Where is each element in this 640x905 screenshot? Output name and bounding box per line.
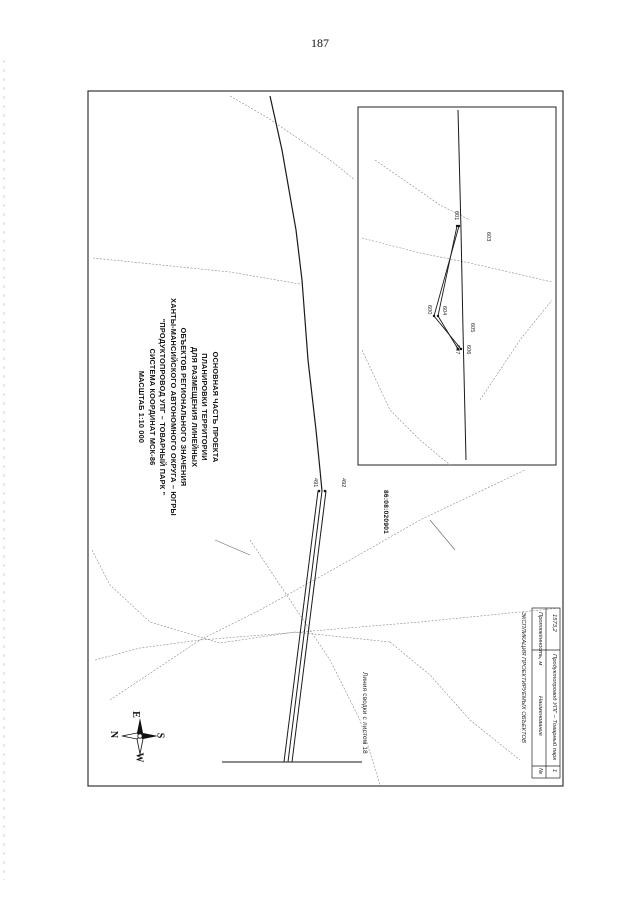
legend-col-length: Протяжённость, м — [537, 612, 543, 666]
inset-label-601: 601 — [453, 211, 459, 221]
legend-table — [531, 607, 561, 779]
main-map-edge-stubs — [214, 519, 456, 556]
title-line-1: ОСНОВНАЯ ЧАСТЬ ПРОЕКТА — [211, 351, 220, 463]
point-marker-492 — [323, 489, 327, 493]
compass-south-label: S — [154, 732, 166, 739]
inset-background-lines — [361, 159, 553, 466]
page-number: 187 — [311, 36, 329, 50]
inset-label-604: 604 — [441, 306, 447, 316]
compass-east-label: E — [129, 711, 141, 718]
map-frame — [87, 90, 564, 787]
inset-label-607: 607 — [454, 345, 460, 355]
point-label-492: 492 — [340, 478, 346, 488]
cadastral-number: 86:08:020901 — [382, 490, 389, 535]
legend-col-name: Наименование — [537, 696, 543, 737]
title-line-6: "ПРОДУКТОПРОВОД УПГ – ТОВАРНЫЙ ПАРК " — [158, 318, 168, 496]
compass-rose — [121, 718, 158, 755]
match-line-label: Линия сводки с листом 18 — [361, 672, 368, 754]
compass-west-label: W — [133, 752, 145, 763]
title-line-5: ХАНТЫ-МАНСИЙСКОГО АВТОНОМНОГО ОКРУГА – Ю… — [169, 298, 178, 516]
title-line-8: МАСШТАБ 1:10 000 — [137, 370, 147, 444]
title-line-3: ДЛЯ РАЗМЕЩЕНИЯ ЛИНЕЙНЫХ — [190, 346, 199, 468]
title-line-4: ОБЪЕКТОВ РЕГИОНАЛЬНОГО ЗНАЧЕНИЯ — [179, 327, 189, 487]
point-label-491: 491 — [312, 478, 318, 488]
legend-row-number: 1 — [551, 769, 557, 773]
pipeline-route — [269, 95, 327, 763]
page-edge-mark — [3, 60, 5, 880]
inset-map-frame — [357, 106, 557, 466]
compass-north-label: N — [108, 730, 120, 739]
map-title-block: ОСНОВНАЯ ЧАСТЬ ПРОЕКТА ПЛАНИРОВКИ ТЕРРИТ… — [136, 287, 221, 527]
title-line-7: СИСТЕМА КООРДИНАТ МСК-86 — [148, 348, 157, 466]
legend-col-number: № — [537, 768, 543, 775]
inset-point-markers — [432, 224, 463, 351]
inset-label-603: 603 — [485, 232, 491, 242]
legend-row-length: 1573,2 — [551, 614, 557, 632]
inset-label-605: 605 — [469, 323, 475, 333]
legend-title: ЭКСПЛИКАЦИЯ ПРОЕКТИРУЕМЫХ ОБЪЕКТОВ — [520, 612, 526, 743]
main-map-background-lines — [91, 95, 561, 786]
point-marker-491 — [317, 489, 321, 493]
legend-row-name: Продуктопровод УПГ – Товарный парк — [551, 654, 557, 761]
title-line-2: ПЛАНИРОВКИ ТЕРРИТОРИИ — [200, 353, 210, 461]
inset-label-600: 600 — [426, 305, 432, 315]
inset-label-606: 606 — [465, 345, 471, 355]
